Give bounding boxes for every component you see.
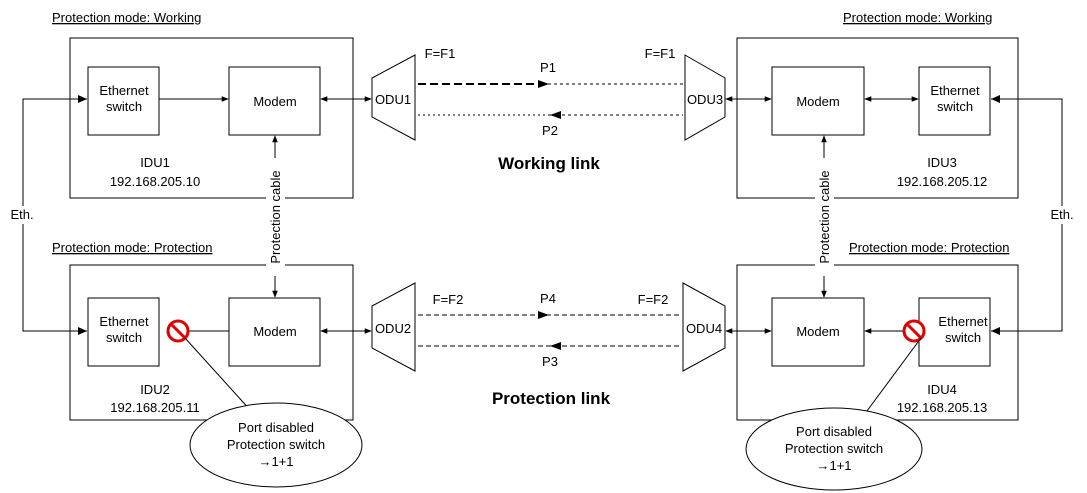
idu2-ip: 192.168.205.11 bbox=[110, 400, 199, 415]
idu3-modem bbox=[771, 66, 865, 136]
p4-direction-arrow bbox=[538, 311, 549, 319]
idu1-ethernet-switch bbox=[87, 66, 160, 136]
odu1-frequency: F=F1 bbox=[425, 46, 456, 61]
left-protection-cable-label: Protection cable bbox=[268, 170, 283, 263]
idu1-switch-line1: Ethernet bbox=[99, 83, 149, 98]
idu1-switch-line2: switch bbox=[106, 99, 142, 114]
idu2-switch-line1: Ethernet bbox=[99, 314, 149, 329]
odu1-label: ODU1 bbox=[375, 92, 411, 107]
right-eth-label: Eth. bbox=[1050, 207, 1073, 222]
p3-direction-arrow bbox=[550, 342, 561, 350]
right-eth-arrow-top bbox=[991, 95, 1000, 103]
idu4-switch-line1: Ethernet bbox=[938, 314, 988, 329]
working-link-title: Working link bbox=[498, 154, 600, 173]
odu2-label: ODU2 bbox=[375, 321, 411, 336]
idu4-switch-line2: switch bbox=[945, 330, 981, 345]
left-eth-label-bg bbox=[5, 206, 41, 224]
left-eth-label: Eth. bbox=[10, 207, 33, 222]
idu1-modem-label: Modem bbox=[253, 94, 296, 109]
p2-label: P2 bbox=[542, 123, 558, 138]
right-protection-cable-label: Protection cable bbox=[817, 170, 832, 263]
idu2-port-disabled-icon bbox=[166, 319, 190, 343]
idu2-modem-label: Modem bbox=[253, 324, 296, 339]
odu2-frequency: F=F2 bbox=[433, 292, 464, 307]
idu4-ip: 192.168.205.13 bbox=[897, 400, 987, 415]
idu3-modem-label: Modem bbox=[796, 94, 839, 109]
left-callout-line3: →1+1 bbox=[258, 454, 293, 469]
p1-direction-arrow bbox=[538, 80, 549, 88]
right-callout-line3: →1+1 bbox=[816, 458, 851, 473]
left-eth-arrow-bottom bbox=[78, 327, 87, 335]
idu1-ip: 192.168.205.10 bbox=[110, 174, 200, 189]
odu4-frequency: F=F2 bbox=[638, 292, 669, 307]
idu1-mode-label: Protection mode: Working bbox=[52, 10, 201, 25]
odu4-antenna-icon bbox=[682, 282, 726, 372]
right-callout-pointer bbox=[863, 337, 922, 416]
left-callout-line2: Protection switch bbox=[227, 437, 325, 452]
idu2-modem bbox=[228, 297, 321, 367]
idu2-switch-line2: switch bbox=[106, 330, 142, 345]
idu3-ip: 192.168.205.12 bbox=[897, 174, 987, 189]
left-cable-label-bg bbox=[266, 158, 285, 276]
protection-link-title: Protection link bbox=[492, 389, 611, 408]
p2-direction-arrow bbox=[550, 111, 561, 119]
idu3-switch-line1: Ethernet bbox=[930, 83, 980, 98]
idu1-name: IDU1 bbox=[140, 155, 170, 170]
idu4-modem bbox=[771, 297, 865, 367]
right-cable-label-bg bbox=[815, 158, 834, 276]
idu4-name: IDU4 bbox=[927, 382, 957, 397]
p1-label: P1 bbox=[540, 60, 556, 75]
left-eth-arrow-top bbox=[78, 95, 87, 103]
idu1-modem bbox=[228, 66, 321, 136]
odu3-label: ODU3 bbox=[687, 92, 723, 107]
right-eth-arrow-bottom bbox=[991, 327, 1000, 335]
idu3-switch-line2: switch bbox=[937, 99, 973, 114]
idu4-modem-label: Modem bbox=[796, 324, 839, 339]
left-callout-ellipse bbox=[189, 402, 363, 488]
odu4-label: ODU4 bbox=[686, 321, 722, 336]
idu4-port-disabled-icon bbox=[902, 319, 926, 343]
idu2-mode-label: Protection mode: Protection bbox=[52, 240, 212, 255]
right-callout-line2: Protection switch bbox=[785, 441, 883, 456]
odu3-antenna-icon bbox=[684, 54, 726, 141]
p3-label: P3 bbox=[542, 354, 558, 369]
left-callout-pointer bbox=[184, 337, 253, 413]
odu3-frequency: F=F1 bbox=[645, 46, 676, 61]
idu4-ethernet-switch bbox=[918, 297, 991, 367]
odu2-antenna-icon bbox=[371, 282, 416, 372]
right-callout-ellipse bbox=[745, 407, 923, 491]
idu3-ethernet-switch bbox=[918, 66, 991, 136]
idu3-name: IDU3 bbox=[927, 155, 957, 170]
right-callout-line1: Port disabled bbox=[796, 424, 872, 439]
odu1-antenna-icon bbox=[371, 54, 416, 141]
left-callout-line1: Port disabled bbox=[238, 420, 314, 435]
right-eth-label-bg bbox=[1044, 206, 1080, 224]
p4-label: P4 bbox=[540, 291, 556, 306]
idu3-mode-label: Protection mode: Working bbox=[843, 10, 992, 25]
idu2-ethernet-switch bbox=[87, 297, 160, 367]
idu4-mode-label: Protection mode: Protection bbox=[849, 240, 1009, 255]
idu2-name: IDU2 bbox=[140, 382, 170, 397]
